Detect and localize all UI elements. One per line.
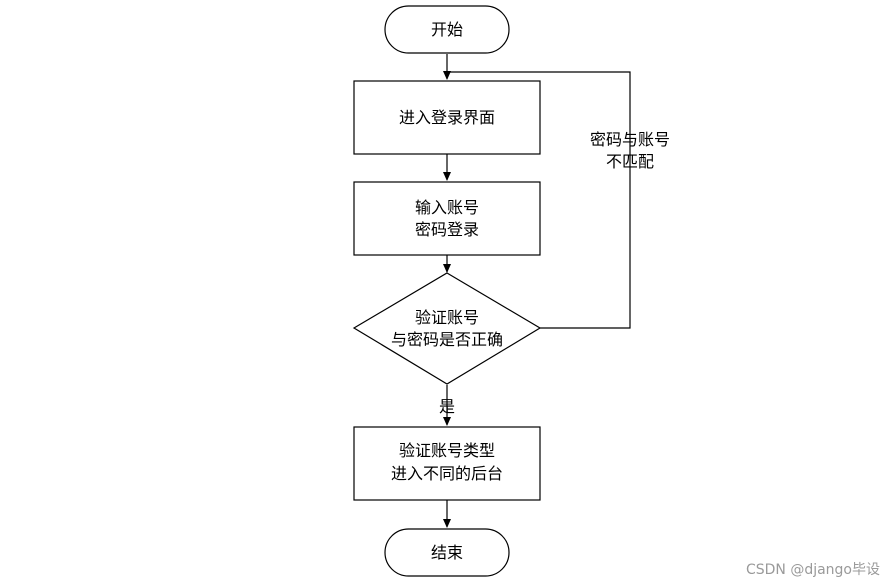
login-page-box	[353, 80, 541, 155]
edge-mismatch-loop	[447, 71, 631, 329]
login-page-label: 进入登录界面	[399, 108, 495, 127]
dispatch-box	[353, 426, 541, 501]
start-label: 开始	[431, 20, 463, 39]
edges	[443, 54, 631, 528]
watermark-text: CSDN @django毕设	[746, 562, 880, 578]
start-terminator	[384, 5, 510, 54]
verify-diamond	[352, 272, 542, 385]
verify-node: 验证账号 与密码是否正确	[352, 272, 542, 385]
input-label-line2: 密码登录	[415, 220, 479, 239]
login-page-node: 进入登录界面	[353, 80, 541, 155]
input-label-line1: 输入账号	[415, 198, 479, 217]
end-label: 结束	[431, 543, 463, 562]
end-terminator	[384, 528, 510, 577]
edge-yes-label: 是	[439, 397, 455, 416]
edge-mismatch-label-line1: 密码与账号	[590, 130, 670, 149]
verify-label-line1: 验证账号	[415, 308, 479, 327]
dispatch-node: 验证账号类型 进入不同的后台	[353, 426, 541, 501]
edge-mismatch-label: 密码与账号 不匹配	[590, 130, 670, 171]
end-node: 结束	[384, 528, 510, 577]
input-box	[353, 181, 541, 256]
edge-mismatch-label-line2: 不匹配	[606, 152, 654, 171]
dispatch-label-line2: 进入不同的后台	[391, 464, 503, 483]
dispatch-label-line1: 验证账号类型	[399, 441, 495, 460]
input-node: 输入账号 密码登录	[353, 181, 541, 256]
start-node: 开始	[384, 5, 510, 54]
verify-label-line2: 与密码是否正确	[391, 330, 503, 349]
